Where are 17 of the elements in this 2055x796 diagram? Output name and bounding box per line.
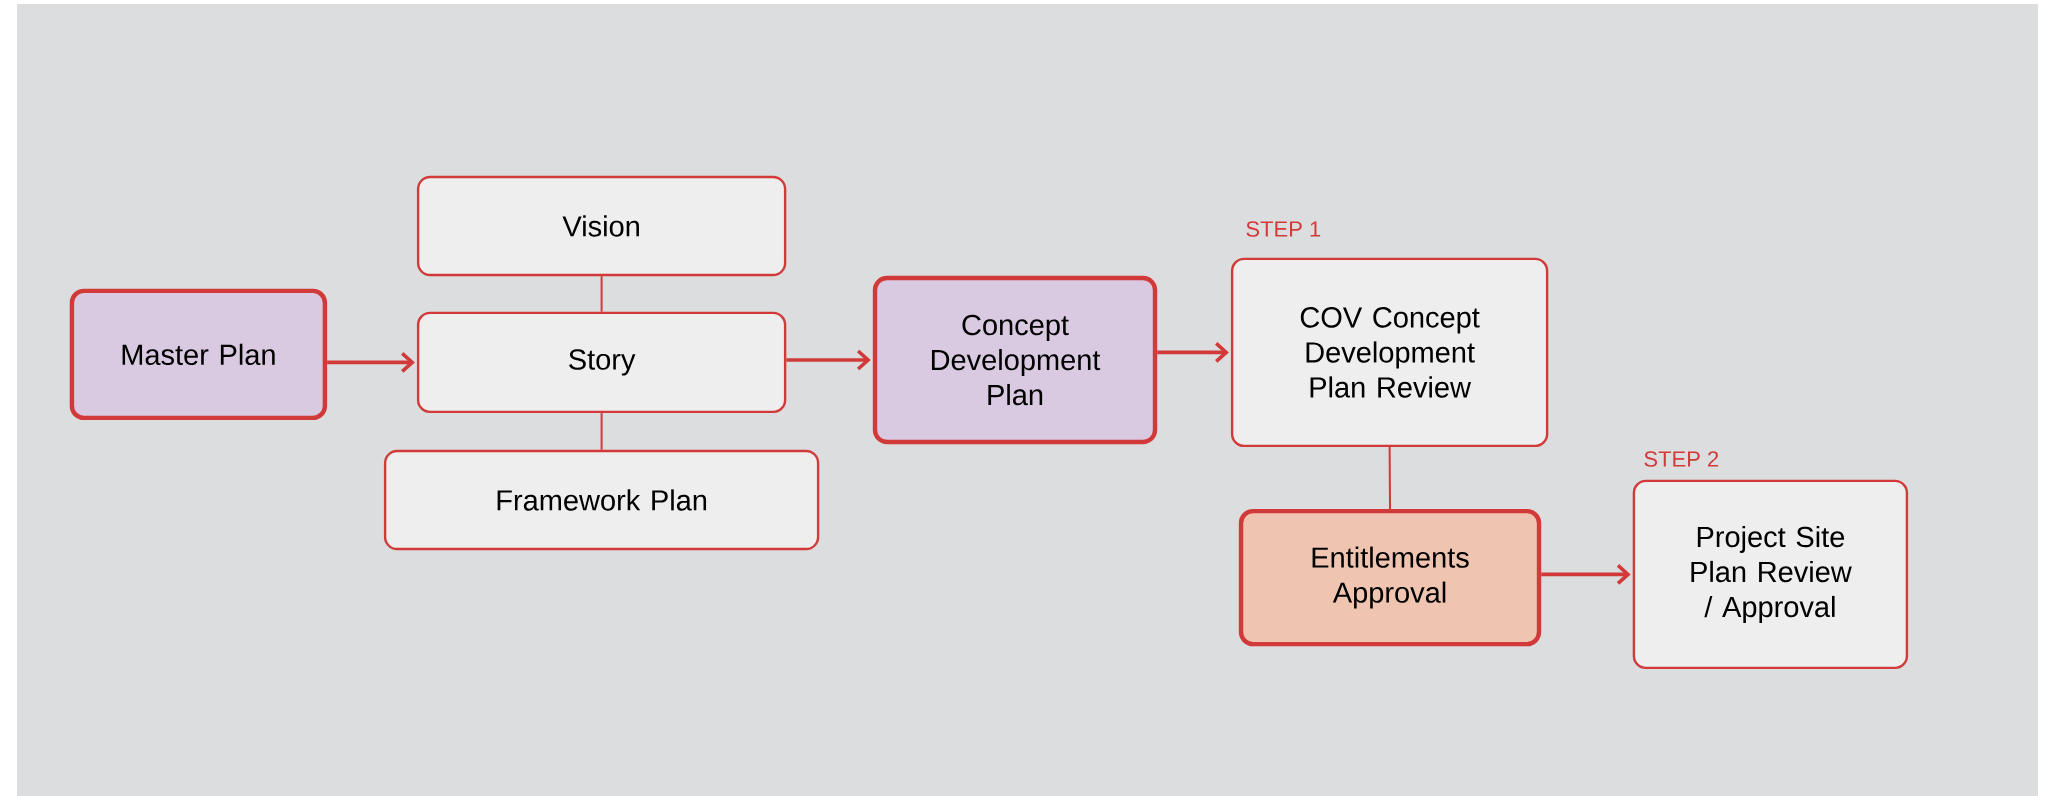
arrow: [1157, 342, 1229, 363]
highlighted-process-box: Master Plan: [69, 288, 328, 421]
connector-line: [600, 275, 603, 313]
connector-line: [600, 412, 603, 451]
highlighted-process-box: Entitlements Approval: [1238, 508, 1542, 647]
step-label: STEP 1: [1246, 221, 1321, 237]
step-label: STEP 2: [1644, 451, 1719, 467]
arrow: [786, 349, 871, 371]
arrow: [1541, 564, 1631, 585]
process-box: Framework Plan: [383, 449, 820, 551]
process-box: COV Concept Development Plan Review: [1230, 257, 1549, 448]
process-box: Story: [416, 311, 787, 414]
process-box: Project Site Plan Review / Approval: [1632, 479, 1909, 670]
connector-line: [1388, 446, 1391, 510]
process-box: Vision: [416, 175, 787, 277]
arrow: [327, 352, 415, 373]
highlighted-process-box: Concept Development Plan: [872, 275, 1158, 445]
